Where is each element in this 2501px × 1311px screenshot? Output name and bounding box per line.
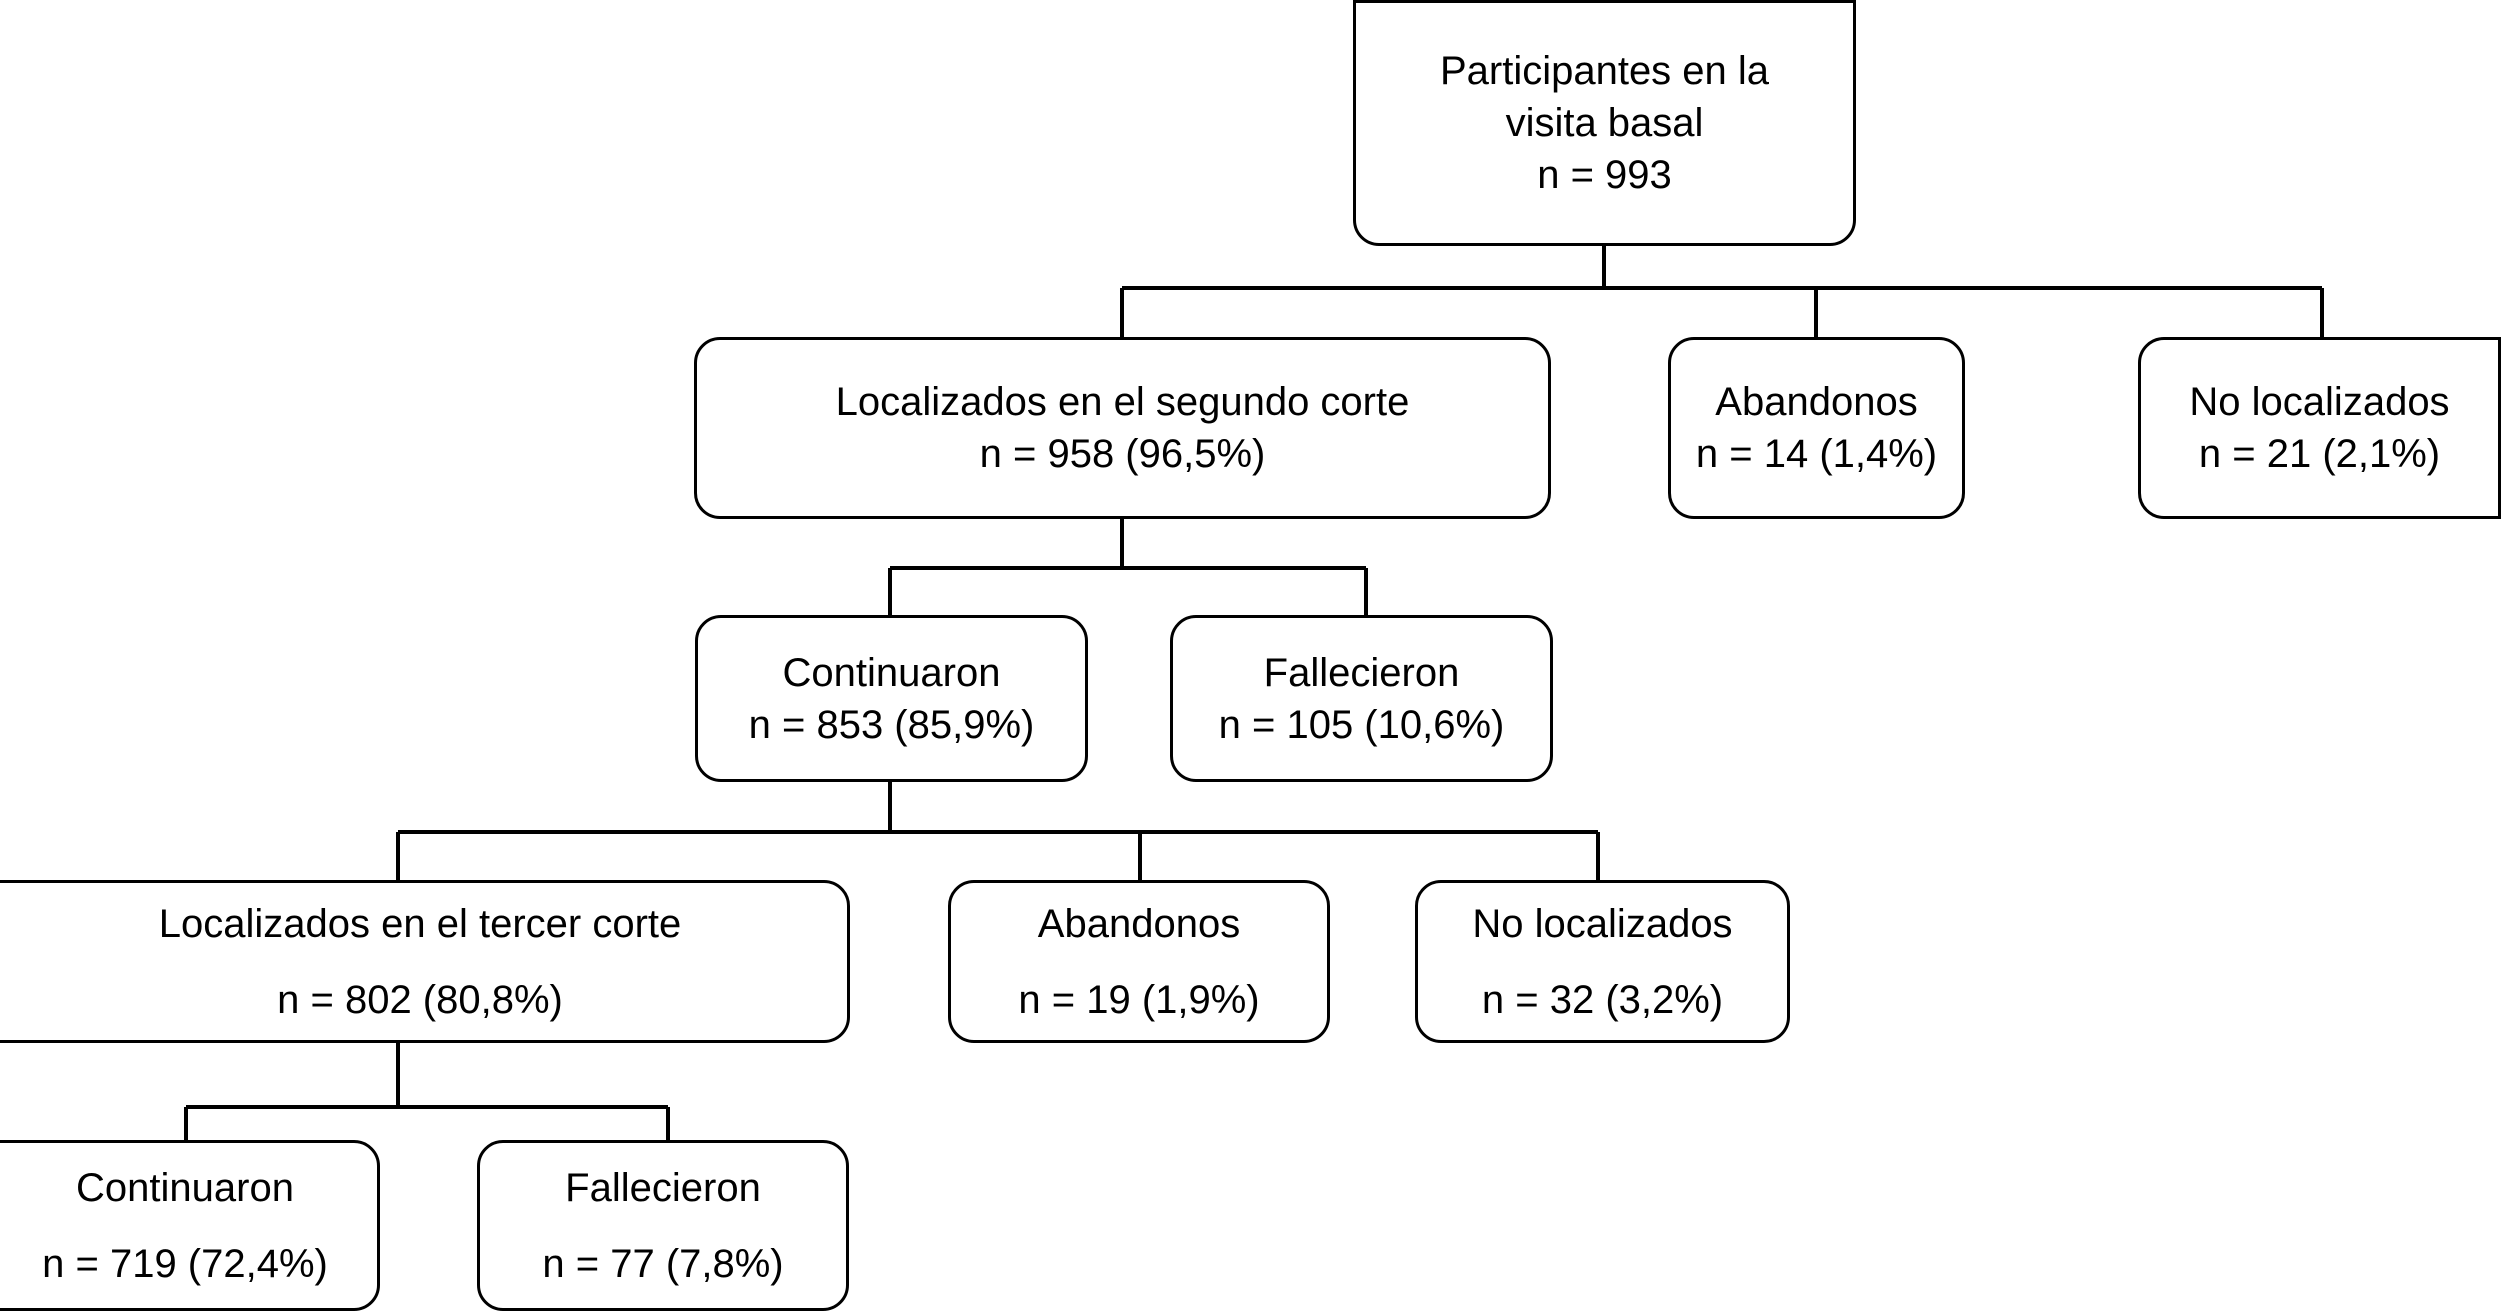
node-line: n = 958 (96,5%)	[979, 432, 1266, 476]
node-fallecieron-segundo-corte[interactable]: Fallecieron n = 105 (10,6%)	[1170, 615, 1553, 782]
node-line: Abandonos	[1715, 380, 1918, 424]
node-line: Fallecieron	[1263, 650, 1460, 695]
node-line: n = 14 (1,4%)	[1695, 432, 1938, 476]
node-abandonos-segundo-corte[interactable]: Abandonos n = 14 (1,4%)	[1668, 337, 1965, 519]
node-line: visita basal	[1505, 101, 1704, 145]
node-line: No localizados	[2189, 380, 2450, 424]
node-fallecieron-tercer-corte[interactable]: Fallecieron n = 77 (7,8%)	[477, 1140, 849, 1311]
node-line: n = 32 (3,2%)	[1481, 977, 1724, 1022]
node-continuaron-tercer-corte[interactable]: Continuaron n = 719 (72,4%)	[0, 1140, 380, 1311]
node-line: n = 77 (7,8%)	[542, 1241, 784, 1286]
node-line: Continuaron	[76, 1165, 294, 1210]
node-line: Localizados en el segundo corte	[835, 380, 1410, 424]
node-line: Participantes en la	[1439, 49, 1770, 93]
node-line: Localizados en el tercer corte	[158, 901, 682, 946]
node-no-localizados-tercer-corte[interactable]: No localizados n = 32 (3,2%)	[1415, 880, 1790, 1043]
node-line: No localizados	[1472, 901, 1733, 946]
node-line: n = 19 (1,9%)	[1018, 977, 1260, 1022]
node-line: n = 993	[1537, 153, 1672, 197]
node-line: Fallecieron	[565, 1165, 761, 1210]
node-abandonos-tercer-corte[interactable]: Abandonos n = 19 (1,9%)	[948, 880, 1330, 1043]
node-line: n = 719 (72,4%)	[42, 1241, 328, 1286]
node-participantes-visita-basal[interactable]: Participantes en la visita basal n = 993	[1353, 0, 1856, 246]
node-line: n = 853 (85,9%)	[748, 702, 1035, 747]
node-line: n = 105 (10,6%)	[1218, 702, 1505, 747]
node-continuaron-segundo-corte[interactable]: Continuaron n = 853 (85,9%)	[695, 615, 1088, 782]
node-localizados-tercer-corte[interactable]: Localizados en el tercer corte n = 802 (…	[0, 880, 850, 1043]
node-line: Abandonos	[1037, 901, 1241, 946]
node-line: Continuaron	[782, 650, 1001, 695]
node-no-localizados-segundo-corte[interactable]: No localizados n = 21 (2,1%)	[2138, 337, 2501, 519]
node-line: n = 802 (80,8%)	[277, 977, 563, 1022]
node-line: n = 21 (2,1%)	[2198, 432, 2441, 476]
node-localizados-segundo-corte[interactable]: Localizados en el segundo corte n = 958 …	[694, 337, 1551, 519]
